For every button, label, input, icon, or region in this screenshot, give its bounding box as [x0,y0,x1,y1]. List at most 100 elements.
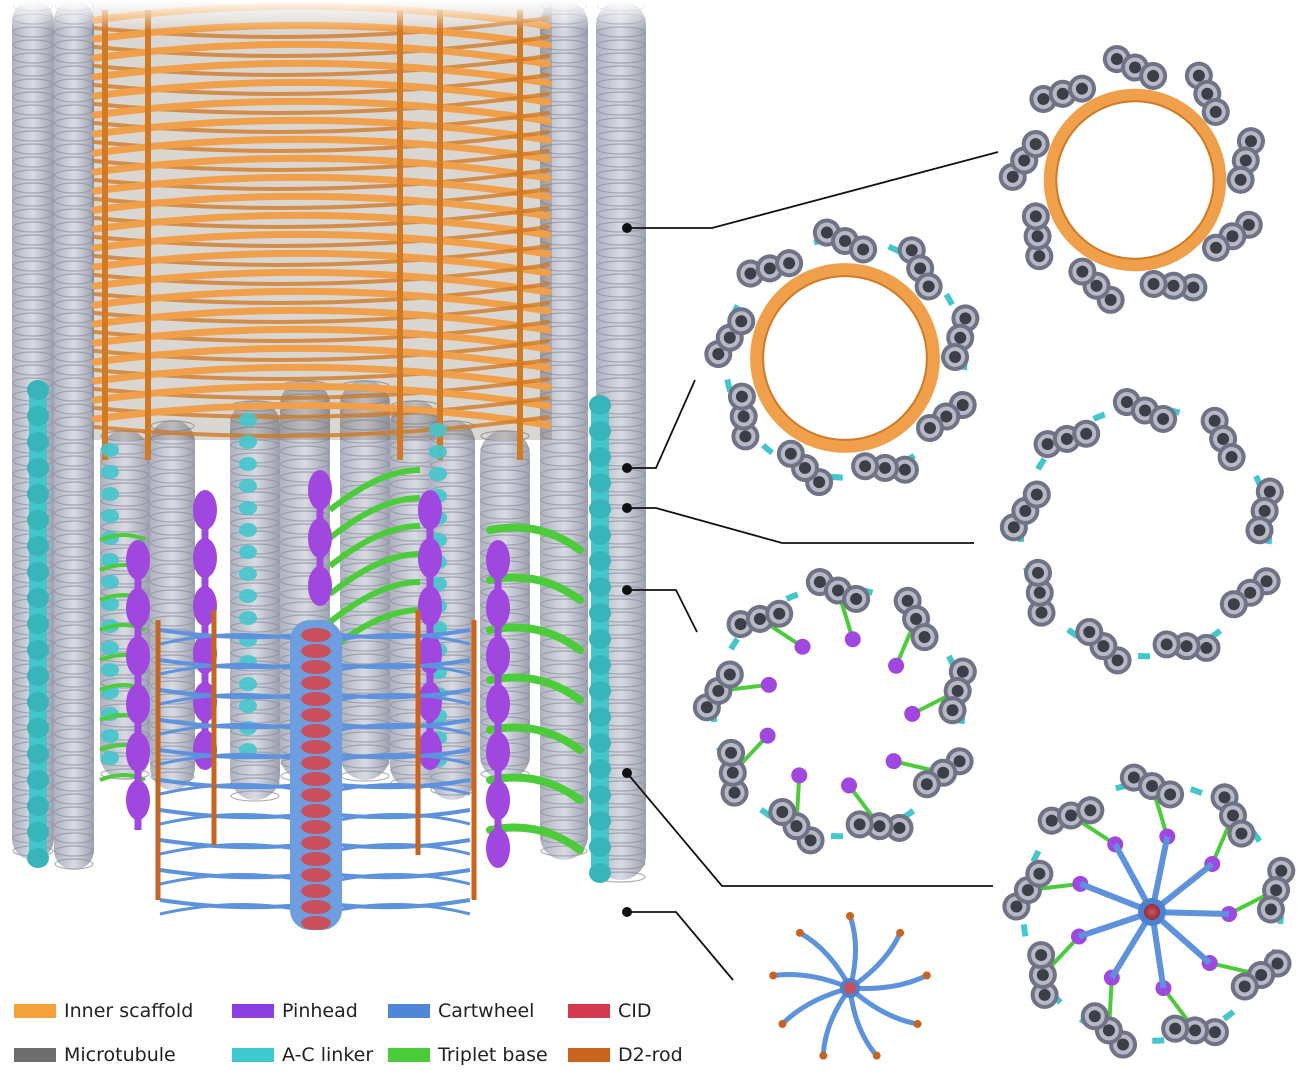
microtubule-lumen [959,312,972,325]
microtubule-lumen [956,665,969,678]
microtubule-lumen [1102,1024,1115,1037]
pinhead-dot [759,727,776,744]
microtubule-triplet [1024,558,1056,627]
d2-rod-tip [769,971,778,980]
triplet-base-fiber [328,579,421,625]
callout-dot [622,503,632,513]
microtubule-triplet [938,657,977,725]
scaffold-band [91,306,552,334]
microtubule-lumen [1209,1026,1222,1039]
triplet-base-fiber [486,523,584,554]
d2-rod-tip [922,971,931,980]
linker-bead [589,499,611,519]
cartwheel-spoke [770,971,853,991]
cid-segment [301,724,331,738]
scaffold-band [91,249,552,277]
microtubule-lumen [1242,218,1255,231]
pinhead-dot [904,705,921,722]
cartwheel-spoke [820,985,853,1059]
microtubule-triplet [1256,856,1296,924]
microtubule-triplet [1075,618,1132,675]
microtubule-lumen [1275,864,1288,877]
pinhead-head [418,490,442,530]
microtubule-triplet [845,810,914,842]
triplet-base-fiber [99,773,146,782]
microtubule-lumen [1033,250,1046,263]
callout-dot [622,463,632,473]
microtubule-lumen [922,280,935,293]
d2-rod-tip [846,912,854,920]
pinhead-dot [888,657,905,674]
cartwheel-spoke [847,913,858,991]
scaffold-band [91,78,552,106]
linker-bead [27,406,49,426]
linker-bead [27,796,49,816]
cid [301,628,331,930]
microtubule-lumen [1253,524,1266,537]
microtubule-lumen [1090,279,1103,292]
microtubule-lumen [898,463,911,476]
microtubule-lumen [1201,87,1214,100]
callout-dot [622,907,632,917]
scaffold-band [91,173,552,201]
linker-bead [589,759,611,779]
microtubule-lumen [1147,69,1160,82]
microtubule-lumen [1036,969,1049,981]
microtubule-lumen [1244,135,1257,148]
scaffold-band [91,211,552,239]
linker-bead [589,733,611,753]
microtubule-triplet [726,599,794,639]
microtubule-lumen [1065,809,1078,822]
cross-section-ring [1002,763,1296,1059]
linker-bead [27,510,49,530]
microtubule-triplet [727,382,760,451]
linker-bead [589,681,611,701]
pinhead-dot [791,767,808,784]
linker-bead [589,603,611,623]
microtubule-lumen [1169,1022,1182,1035]
microtubule-lumen [873,820,886,833]
pinhead-dot [841,777,858,794]
linker-bead [589,551,611,571]
linker-bead [589,395,611,415]
linker-bead [239,611,257,625]
microtubule-lumen [813,576,826,589]
pinhead-dot [885,753,902,770]
linker-bead [27,380,49,400]
microtubule-triplet [812,218,878,264]
microtubule-lumen [820,226,833,239]
linker-bead [27,692,49,712]
linker-bead [101,597,119,611]
d2-rod [155,610,477,900]
microtubule-lumen [1164,788,1177,801]
cross-section-ring [692,568,977,855]
microtubule-lumen [1029,210,1042,223]
microtubule-lumen [1033,867,1046,880]
scaffold-band [91,344,552,372]
triplet-base-fiber [99,533,146,542]
microtubule-lumen [893,821,906,834]
microtubule-lumen [1200,641,1213,654]
microtubule-triplet [1027,941,1059,1009]
microtubule-lumen [1225,451,1238,464]
triplet-base-fiber [328,551,421,597]
pinhead-head [418,730,442,770]
d2-rod-tip [795,928,804,937]
triplet-base-fiber [328,523,421,569]
microtubule-lumen [1018,154,1031,167]
pinhead-head [308,518,332,558]
scaffold-band [91,401,552,429]
pinhead-head [126,540,150,580]
microtubule-triplet [1119,763,1185,809]
pinhead-head [486,732,510,772]
linker-bead [27,822,49,842]
cartwheel-spoke [329,748,471,760]
microtubule-lumen [1235,827,1248,840]
cartwheel-spoke [847,985,921,1027]
linker-bead [589,577,611,597]
microtubule-triplet [704,307,756,369]
microtubule-lumen [859,460,872,473]
top-fade [0,0,680,30]
linker-bead [589,811,611,831]
linker-bead [101,443,119,457]
